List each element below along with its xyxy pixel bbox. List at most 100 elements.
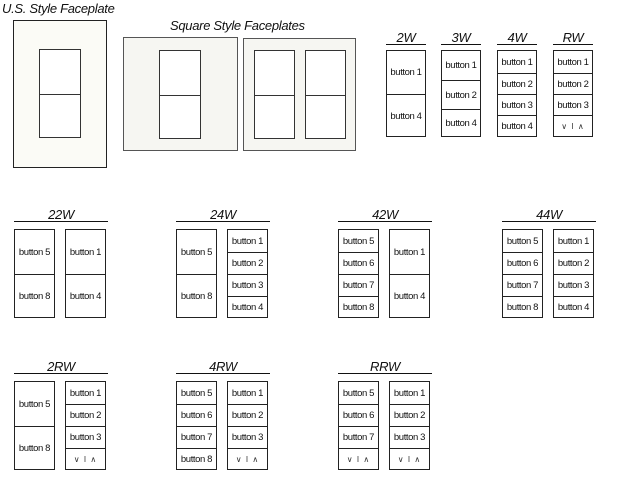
rocker-icon: ∨ I ∧ bbox=[339, 448, 378, 470]
button-2: button 2 bbox=[228, 404, 267, 426]
config-title-44w: 44W bbox=[536, 207, 562, 222]
button-4: button 4 bbox=[390, 274, 429, 318]
button-4: button 4 bbox=[554, 296, 593, 318]
button-3: button 3 bbox=[554, 94, 592, 115]
opening-divider bbox=[306, 95, 345, 96]
button-2: button 2 bbox=[442, 80, 480, 109]
switch-column-left: button 5 button 6 button 7 button 8 bbox=[176, 381, 217, 470]
title-underline bbox=[14, 221, 108, 222]
button-2: button 2 bbox=[66, 404, 105, 426]
button-5: button 5 bbox=[180, 246, 213, 258]
opening-divider bbox=[40, 94, 80, 95]
switch-column-right: button 1 button 2 button 3 ∨ I ∧ bbox=[389, 381, 430, 470]
button-2: button 2 bbox=[228, 252, 267, 274]
switch-column-right: button 1 button 4 bbox=[389, 229, 430, 318]
switch-column: button 1 button 2 button 3 button 4 bbox=[497, 50, 537, 137]
title-underline bbox=[14, 373, 108, 374]
button-2: button 2 bbox=[498, 73, 536, 94]
button-3: button 3 bbox=[498, 94, 536, 115]
button-7: button 7 bbox=[503, 274, 542, 296]
rocker-icon: ∨ I ∧ bbox=[554, 115, 592, 137]
switch-column-right: button 1 button 4 bbox=[65, 229, 106, 318]
config-title-42w: 42W bbox=[372, 207, 398, 222]
button-4: button 4 bbox=[442, 109, 480, 137]
button-3: button 3 bbox=[554, 274, 593, 296]
title-underline bbox=[441, 44, 481, 45]
button-6: button 6 bbox=[177, 404, 216, 426]
config-title-24w: 24W bbox=[210, 207, 236, 222]
button-3: button 3 bbox=[228, 426, 267, 448]
faceplate-opening-right bbox=[305, 50, 346, 139]
button-7: button 7 bbox=[177, 426, 216, 448]
button-8: button 8 bbox=[15, 274, 54, 318]
button-1: button 1 bbox=[231, 235, 264, 247]
button-4: button 4 bbox=[387, 94, 425, 137]
title-underline bbox=[497, 44, 537, 45]
button-1: button 1 bbox=[393, 246, 426, 258]
button-5: button 5 bbox=[18, 398, 51, 410]
button-1: button 1 bbox=[557, 235, 590, 247]
title-underline bbox=[176, 221, 270, 222]
config-title-rrw: RRW bbox=[370, 359, 400, 374]
button-1: button 1 bbox=[557, 56, 589, 68]
config-title-3w: 3W bbox=[451, 30, 471, 45]
switch-column-right: button 1 button 2 button 3 button 4 bbox=[227, 229, 268, 318]
button-7: button 7 bbox=[339, 426, 378, 448]
button-1: button 1 bbox=[390, 67, 422, 78]
switch-column-right: button 1 button 2 button 3 ∨ I ∧ bbox=[65, 381, 106, 470]
button-3: button 3 bbox=[228, 274, 267, 296]
button-4: button 4 bbox=[66, 274, 105, 318]
switch-column: button 1 button 4 bbox=[386, 50, 426, 137]
title-underline bbox=[386, 44, 426, 45]
config-title-22w: 22W bbox=[48, 207, 74, 222]
switch-column: button 1 button 2 button 3 ∨ I ∧ bbox=[553, 50, 593, 137]
title-underline bbox=[338, 221, 432, 222]
button-3: button 3 bbox=[390, 426, 429, 448]
config-title-2w: 2W bbox=[396, 30, 416, 45]
square-style-faceplates-label: Square Style Faceplates bbox=[170, 18, 305, 33]
faceplate-opening bbox=[159, 50, 201, 139]
title-underline bbox=[338, 373, 432, 374]
opening-divider bbox=[160, 95, 200, 96]
button-1: button 1 bbox=[69, 387, 102, 399]
title-underline bbox=[176, 373, 270, 374]
button-1: button 1 bbox=[231, 387, 264, 399]
button-1: button 1 bbox=[393, 387, 426, 399]
button-6: button 6 bbox=[503, 252, 542, 274]
button-8: button 8 bbox=[15, 426, 54, 470]
button-6: button 6 bbox=[339, 252, 378, 274]
button-4: button 4 bbox=[498, 115, 536, 137]
opening-divider bbox=[255, 95, 294, 96]
button-7: button 7 bbox=[339, 274, 378, 296]
rocker-icon: ∨ I ∧ bbox=[228, 448, 267, 470]
button-6: button 6 bbox=[339, 404, 378, 426]
title-underline bbox=[502, 221, 596, 222]
us-style-faceplate bbox=[13, 20, 107, 168]
faceplate-opening-left bbox=[254, 50, 295, 139]
button-2: button 2 bbox=[554, 73, 592, 94]
rocker-icon: ∨ I ∧ bbox=[66, 448, 105, 470]
button-3: button 3 bbox=[66, 426, 105, 448]
button-5: button 5 bbox=[506, 235, 539, 247]
button-8: button 8 bbox=[503, 296, 542, 318]
rocker-icon: ∨ I ∧ bbox=[390, 448, 429, 470]
button-2: button 2 bbox=[390, 404, 429, 426]
square-faceplate-double bbox=[243, 38, 356, 151]
config-title-rw: RW bbox=[562, 30, 584, 45]
button-5: button 5 bbox=[342, 387, 375, 399]
config-title-4w: 4W bbox=[507, 30, 527, 45]
button-5: button 5 bbox=[18, 246, 51, 258]
button-8: button 8 bbox=[339, 296, 378, 318]
config-title-4rw: 4RW bbox=[209, 359, 237, 374]
switch-column-left: button 5 button 8 bbox=[176, 229, 217, 318]
switch-column-left: button 5 button 8 bbox=[14, 229, 55, 318]
switch-column-left: button 5 button 6 button 7 button 8 bbox=[502, 229, 543, 318]
button-2: button 2 bbox=[554, 252, 593, 274]
square-faceplate-single bbox=[123, 37, 238, 151]
switch-column-left: button 5 button 8 bbox=[14, 381, 55, 470]
us-style-faceplate-label: U.S. Style Faceplate bbox=[2, 1, 115, 16]
button-1: button 1 bbox=[69, 246, 102, 258]
button-5: button 5 bbox=[180, 387, 213, 399]
title-underline bbox=[553, 44, 593, 45]
button-4: button 4 bbox=[228, 296, 267, 318]
